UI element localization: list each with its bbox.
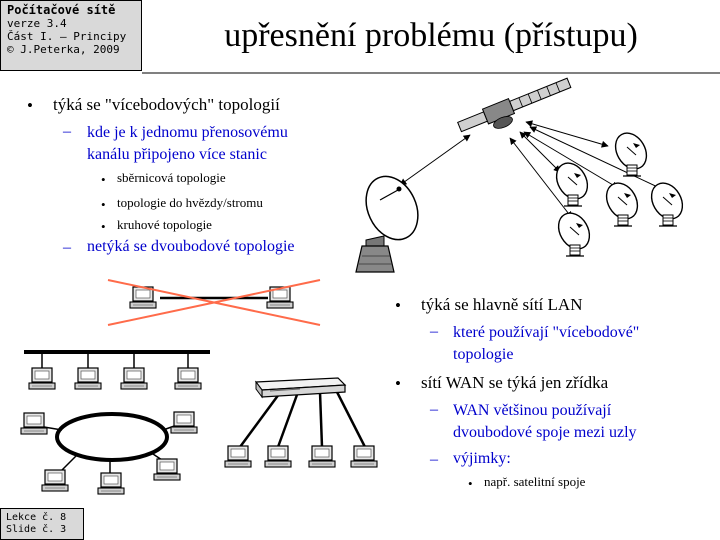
title-divider <box>142 72 720 74</box>
right-subitem-satellite: např. satelitní spoje <box>484 474 586 489</box>
star-topology <box>224 377 378 468</box>
course-copyright: © J.Peterka, 2009 <box>7 43 120 56</box>
satellite-scene <box>355 77 690 273</box>
pc-icon <box>20 412 48 435</box>
right-item-1: týká se hlavně sítí LAN <box>421 295 583 314</box>
point-to-point-crossed <box>107 279 321 326</box>
satellite-dish-icon <box>551 206 597 257</box>
pc-icon <box>174 367 202 390</box>
ground-station-icon <box>355 175 419 273</box>
satellite-dish-icon <box>599 176 645 227</box>
right-item-2: sítí WAN se týká jen zřídka <box>421 373 609 392</box>
pc-icon <box>224 445 252 468</box>
left-subitem-star: topologie do hvězdy/stromu <box>117 195 263 210</box>
bus-topology <box>24 350 210 390</box>
pc-icon <box>153 458 181 481</box>
bullet-marker: • <box>395 374 401 393</box>
course-info-box: Počítačové sítě verze 3.4 Část I. – Prin… <box>0 0 142 71</box>
pc-icon <box>120 367 148 390</box>
pc-icon <box>97 472 125 495</box>
hub-icon <box>254 377 347 399</box>
pc-icon <box>350 445 378 468</box>
slide-footer: Lekce č. 8 Slide č. 3 <box>0 508 84 540</box>
right-item-2-sub-1: WAN většinou používají dvoubodové spoje … <box>453 402 637 441</box>
satellite-dish-icon <box>608 126 654 177</box>
lecture-number: Lekce č. 8 <box>6 512 67 523</box>
slide-title: upřesnění problému (přístupu) <box>224 16 638 54</box>
left-subitem-ring: kruhové topologie <box>117 217 212 232</box>
pc-icon <box>41 469 69 492</box>
dash-marker: – <box>63 123 71 140</box>
small-bullet-marker: • <box>468 476 473 491</box>
satellite-icon <box>457 77 572 133</box>
small-bullet-marker: • <box>101 197 106 212</box>
bullet-marker: • <box>395 296 401 315</box>
dash-marker: – <box>430 323 438 340</box>
pc-icon <box>170 411 198 434</box>
small-bullet-marker: • <box>101 219 106 234</box>
pc-icon <box>264 445 292 468</box>
left-item-1-sub-2: netýká se dvoubodové topologie <box>87 238 295 255</box>
right-item-2-sub-2: výjimky: <box>453 450 511 467</box>
ring-topology <box>20 411 198 495</box>
dash-marker: – <box>430 451 438 468</box>
right-item-1-sub-1: které používají "vícebodové" topologie <box>453 324 640 363</box>
pc-icon <box>74 367 102 390</box>
course-version: verze 3.4 <box>7 17 67 30</box>
pc-icon <box>308 445 336 468</box>
dash-marker: – <box>63 239 71 256</box>
left-subitem-bus: sběrnicová topologie <box>117 170 226 185</box>
left-item-1: týká se "vícebodových" topologií <box>53 95 280 114</box>
left-item-1-sub-1: kde je k jednomu přenosovému kanálu přip… <box>87 124 288 163</box>
slide-number: Slide č. 3 <box>6 524 67 535</box>
bullet-marker: • <box>27 96 33 115</box>
dash-marker: – <box>430 401 438 418</box>
course-name: Počítačové sítě <box>7 3 116 17</box>
pc-icon <box>28 367 56 390</box>
course-part: Část I. – Principy <box>7 30 127 43</box>
small-bullet-marker: • <box>101 172 106 187</box>
